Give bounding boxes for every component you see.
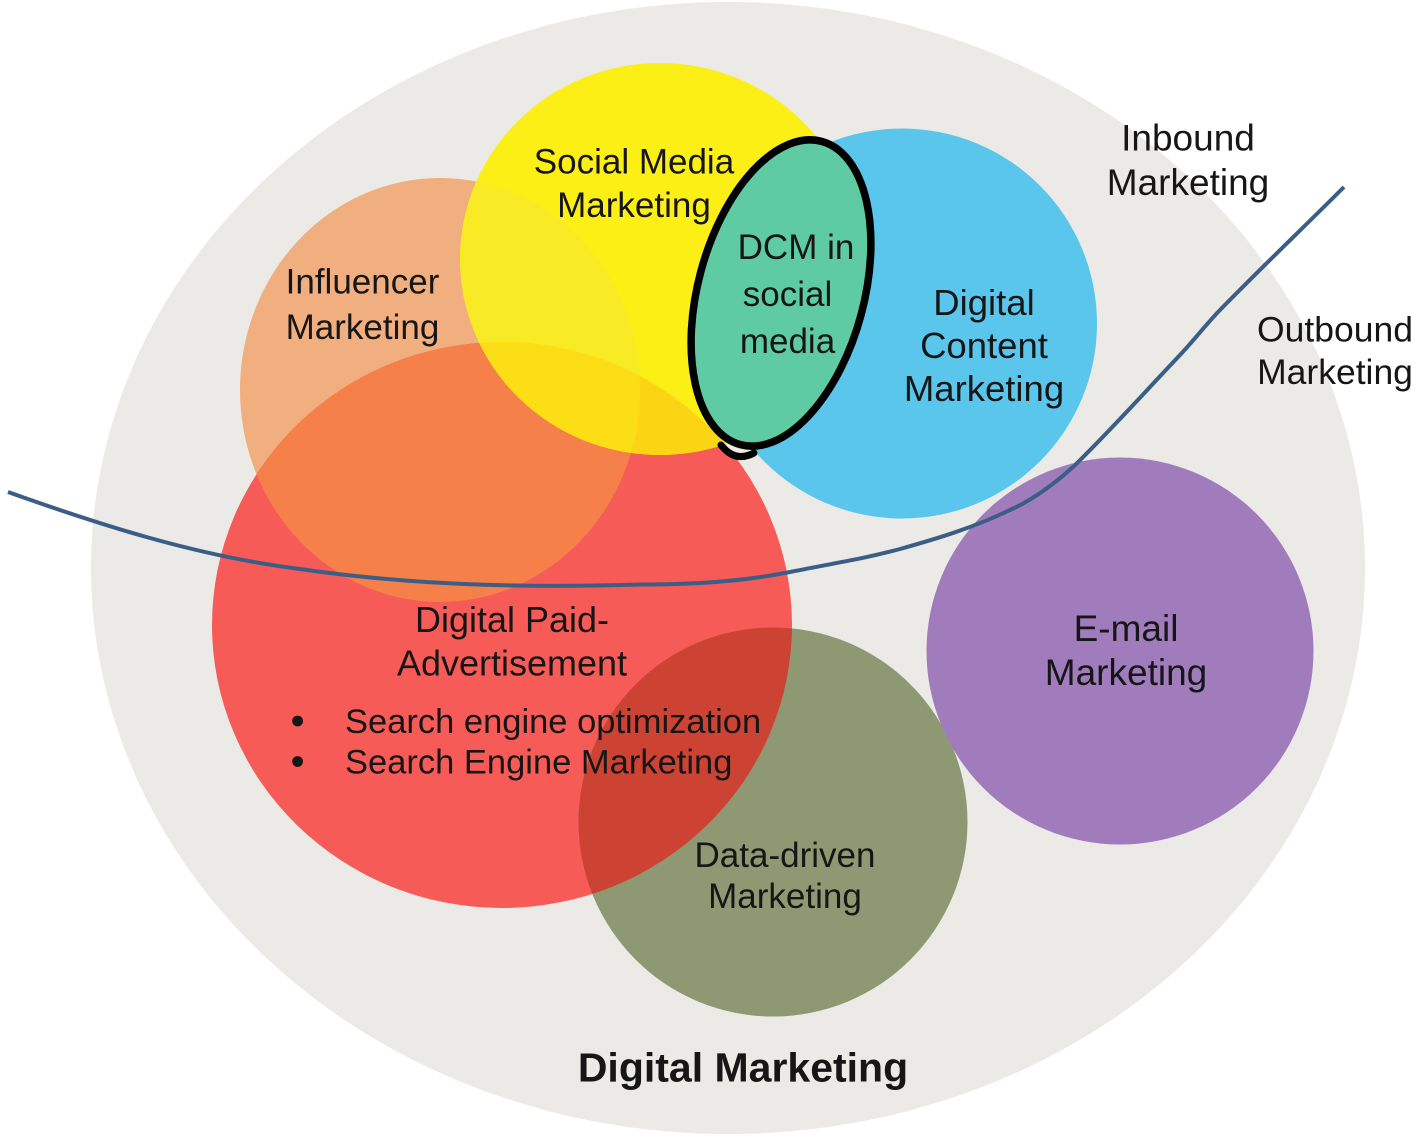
svg-text:Marketing: Marketing [1045,652,1207,693]
svg-text:Marketing: Marketing [557,186,711,225]
svg-text:Social Media: Social Media [534,143,735,182]
svg-text:Search engine optimization: Search engine optimization [345,703,761,741]
svg-text:DCM in: DCM in [738,228,855,267]
svg-text:media: media [740,322,836,361]
svg-text:Content: Content [920,325,1048,366]
svg-text:Marketing: Marketing [1107,162,1269,203]
svg-text:Advertisement: Advertisement [397,643,627,684]
svg-text:Search Engine Marketing: Search Engine Marketing [345,743,732,781]
svg-text:Inbound: Inbound [1121,118,1255,159]
svg-text:Data-driven: Data-driven [695,836,876,875]
svg-text:Digital: Digital [933,282,1034,323]
svg-text:social: social [743,275,832,314]
svg-text:E-mail: E-mail [1074,608,1179,649]
svg-text:Digital Marketing: Digital Marketing [578,1045,908,1091]
svg-text:Outbound: Outbound [1257,309,1413,349]
svg-text:Influencer: Influencer [286,262,440,301]
svg-text:Marketing: Marketing [286,308,440,347]
svg-text:Digital Paid-: Digital Paid- [415,599,609,640]
svg-text:Marketing: Marketing [708,877,862,916]
svg-text:Marketing: Marketing [904,368,1064,409]
svg-text:Marketing: Marketing [1257,352,1413,392]
